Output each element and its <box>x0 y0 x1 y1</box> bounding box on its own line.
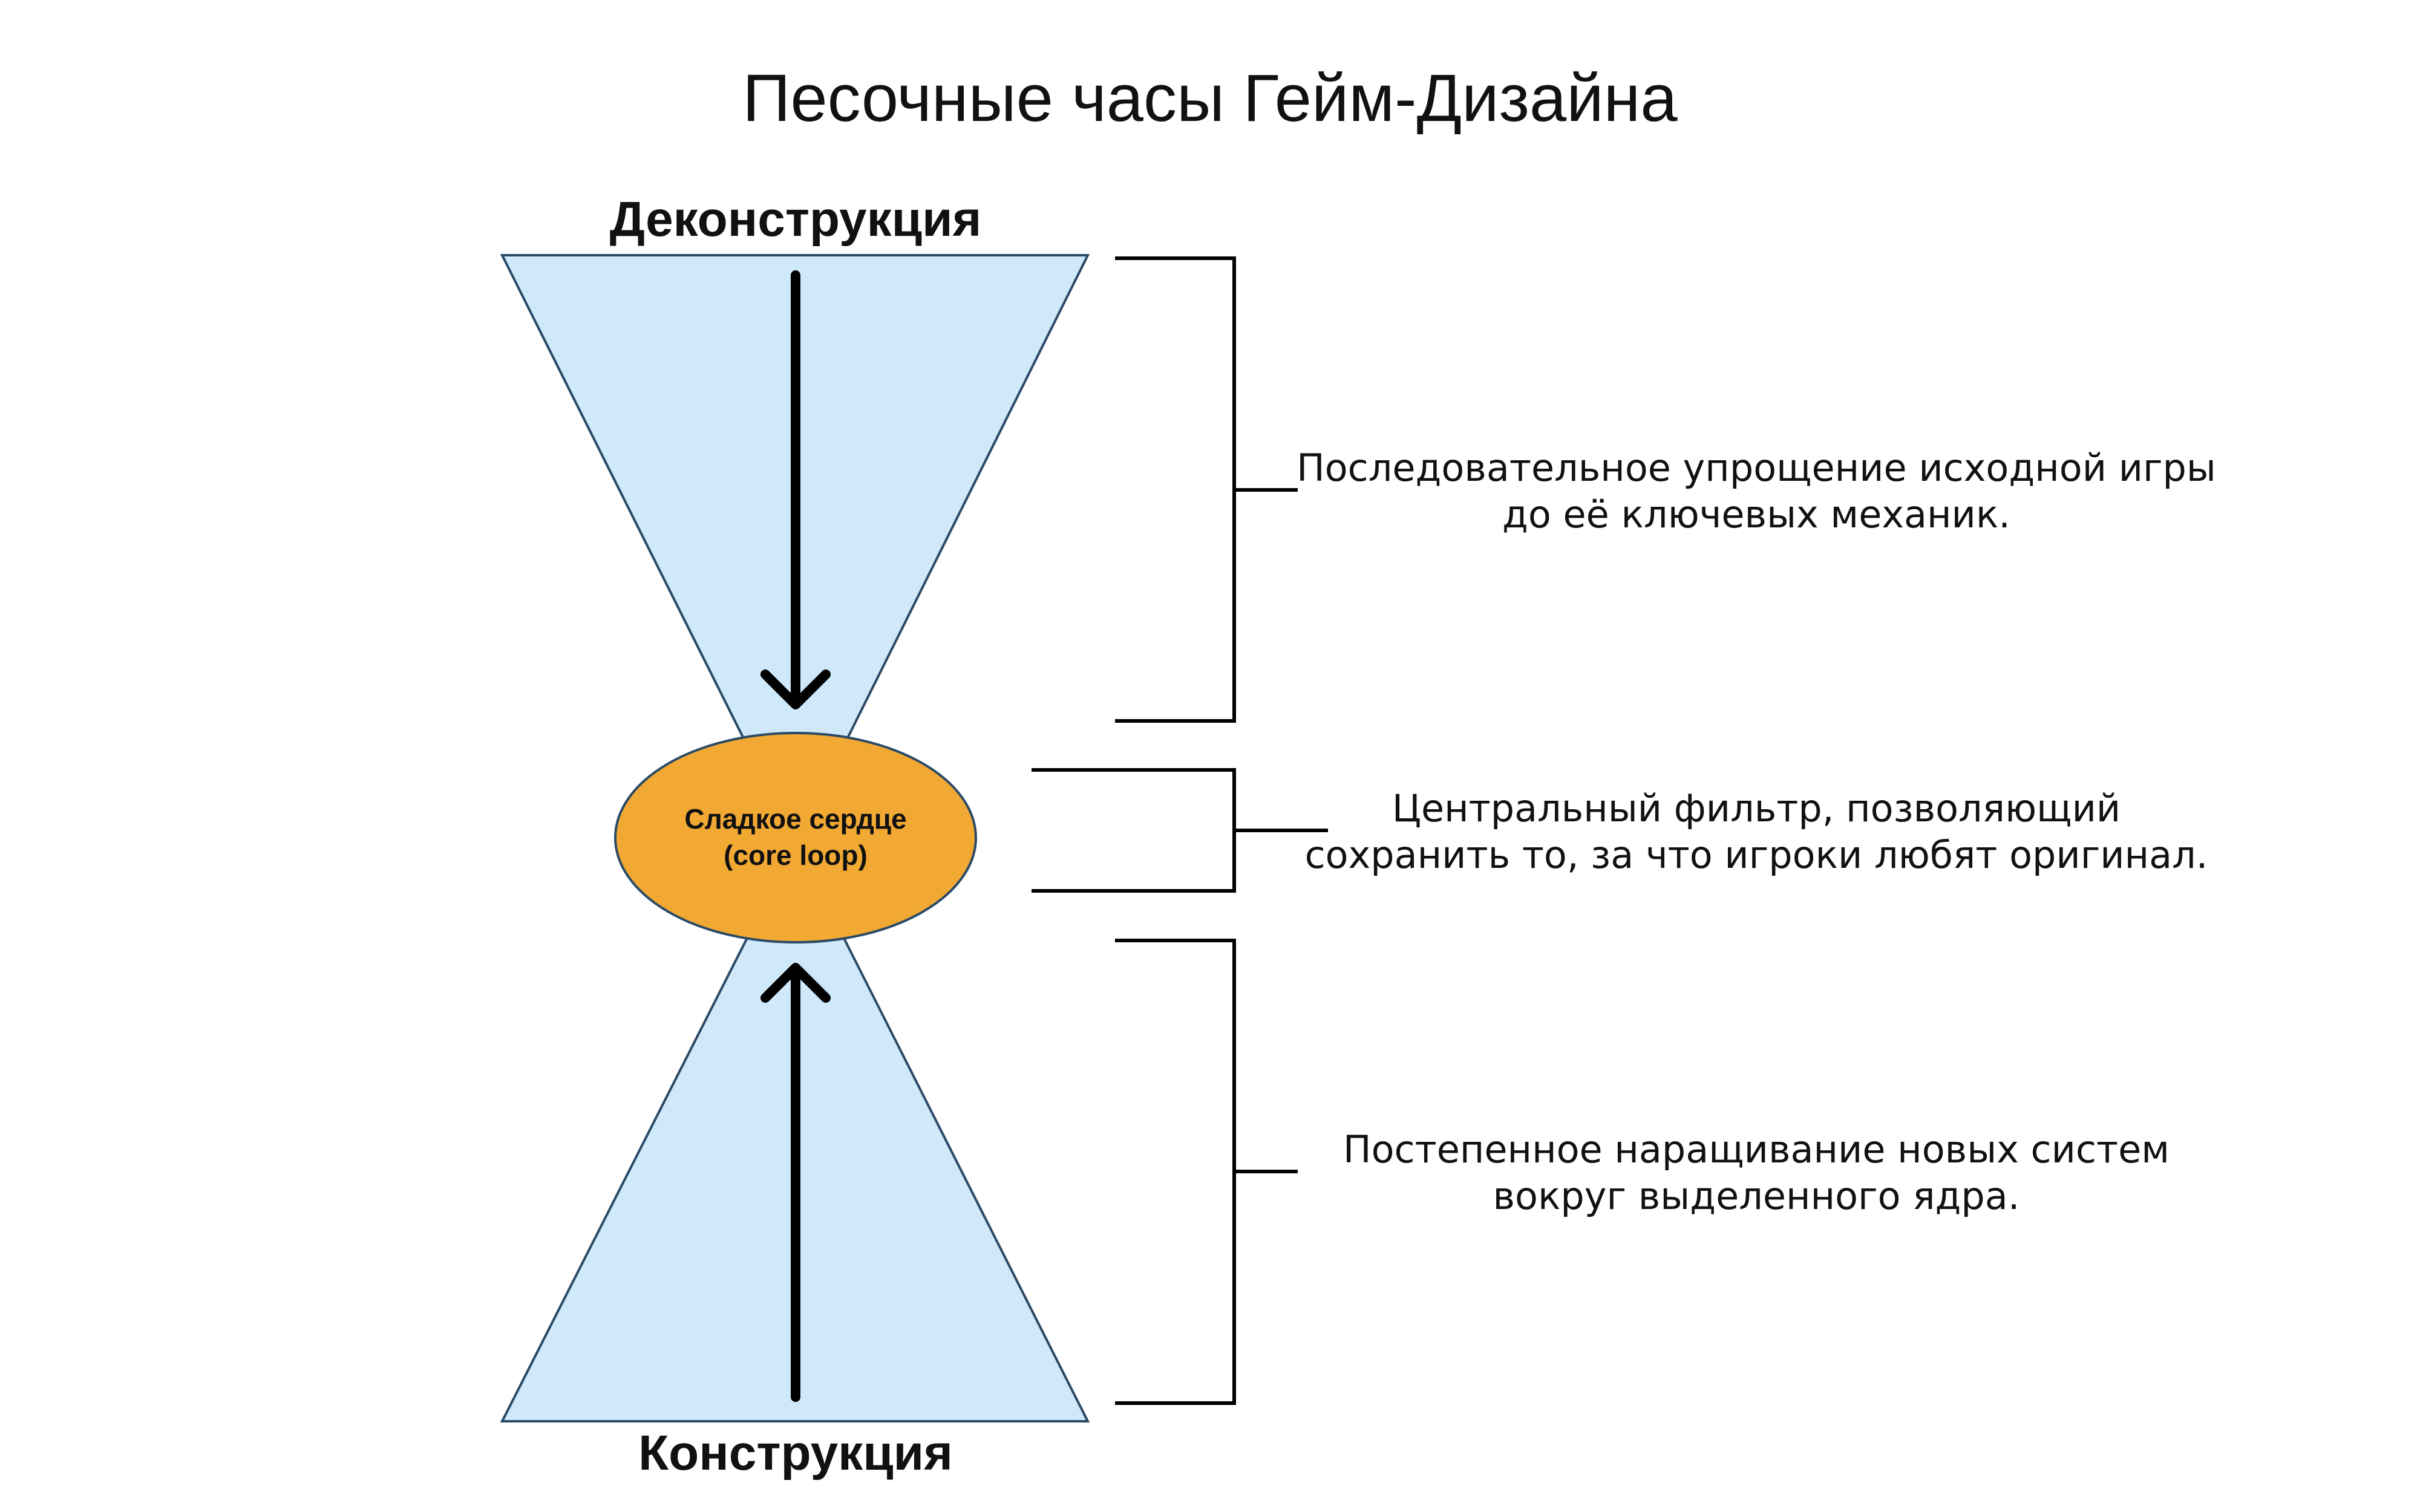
description-construction-line2: вокруг выделенного ядра. <box>1493 1174 2020 1218</box>
bracket-deconstruction <box>1115 256 1298 723</box>
page-title: Песочные часы Гейм-Дизайна <box>742 61 1678 135</box>
description-filter-line2: сохранить то, за что игроки любят оригин… <box>1305 833 2208 877</box>
core-label-line2: (core loop) <box>724 839 868 871</box>
description-deconstruction-line2: до её ключевых механик. <box>1502 492 2010 536</box>
description-deconstruction-line1: Последовательное упрощение исходной игры <box>1297 446 2216 490</box>
core-label-line1: Сладкое сердце <box>684 803 906 835</box>
bracket-construction <box>1115 939 1298 1405</box>
up-arrow-icon <box>760 963 831 1402</box>
description-filter-line1: Центральный фильтр, позволяющий <box>1392 786 2121 830</box>
core-loop-ellipse <box>614 732 977 943</box>
bracket-filter <box>1032 768 1328 893</box>
down-arrow-icon <box>760 270 831 709</box>
description-construction-line1: Постепенное наращивание новых систем <box>1343 1127 2170 1171</box>
deconstruction-label: Деконструкция <box>610 192 982 247</box>
construction-label: Конструкция <box>638 1426 953 1481</box>
